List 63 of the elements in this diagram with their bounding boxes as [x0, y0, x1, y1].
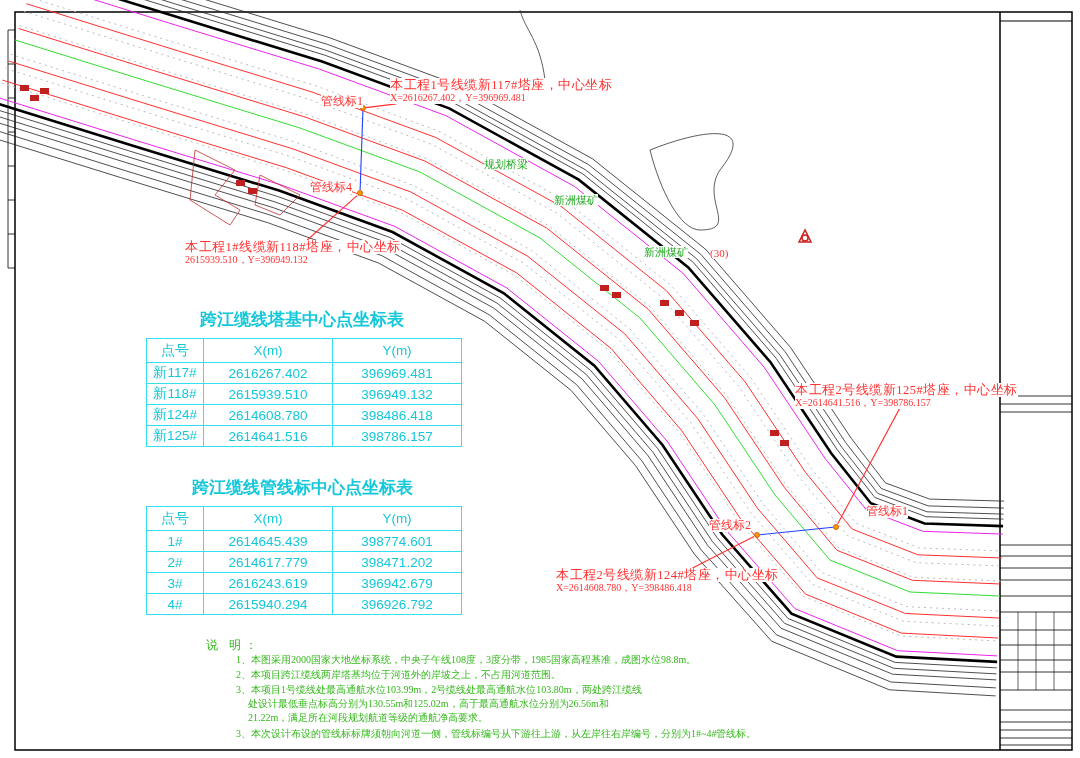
table-cell: 398486.418 — [332, 404, 462, 426]
table-cell: 398471.202 — [332, 551, 462, 573]
tower-point — [833, 524, 839, 530]
header-cell: Y(m) — [332, 506, 462, 531]
table-cell: 新117# — [146, 362, 204, 384]
cable-line — [759, 526, 834, 536]
table-cell: 2616267.402 — [203, 362, 333, 384]
table-cell: 396926.792 — [332, 593, 462, 615]
table-cell: 396942.679 — [332, 572, 462, 594]
note-text: 1、本图采用2000国家大地坐标系统，中央子午线108度，3度分带，1985国家高程基准，成图水位98.8m。 — [236, 653, 697, 667]
callout-title: 本工程1#线缆新118#塔座，中心坐标 — [185, 240, 401, 255]
callout-title: 本工程2号线缆新124#塔座，中心坐标 — [556, 568, 779, 583]
table-cell: 2# — [146, 551, 204, 573]
tower-point — [360, 105, 366, 111]
table-cell: 3# — [146, 572, 204, 594]
coordinate-text: X=2616267.402，Y=396969.481 — [390, 92, 526, 104]
marker-label: 管线标2 — [709, 519, 751, 533]
marker-label: 管线标4 — [310, 181, 352, 195]
place-label: 规划桥梁 — [484, 158, 528, 171]
table-cell: 2616243.619 — [203, 572, 333, 594]
coordinate-text: X=2614608.780，Y=398486.418 — [556, 582, 692, 594]
tower-point — [357, 190, 363, 196]
table-cell: 398774.601 — [332, 530, 462, 552]
table-cell: 新124# — [146, 404, 204, 426]
header-cell: 点号 — [146, 338, 204, 363]
table-cell: 2614617.779 — [203, 551, 333, 573]
leader-line — [306, 195, 358, 241]
place-label: 新洲煤矿 — [554, 194, 598, 207]
header-cell: 点号 — [146, 506, 204, 531]
note-text: 2、本项目跨江缆线两岸塔基均位于河道外的岸坡之上，不占用河道范围。 — [236, 668, 561, 682]
table-cell: 2615940.294 — [203, 593, 333, 615]
table-cell: 2614641.516 — [203, 425, 333, 447]
header-cell: Y(m) — [332, 338, 462, 363]
callout-title: 本工程1号线缆新117#塔座，中心坐标 — [390, 78, 613, 93]
place-label: (30) — [710, 247, 729, 260]
leader-line — [365, 103, 397, 109]
note-text: 3、本次设计布设的管线标标牌须朝向河道一侧，管线标编号从下游往上游，从左岸往右岸编号，分别为1#~4#管线标。 — [236, 727, 757, 741]
table-cell: 396949.132 — [332, 383, 462, 405]
header-cell: X(m) — [203, 338, 333, 363]
table-cell: 1# — [146, 530, 204, 552]
note-text: 3、本项目1号缆线处最高通航水位103.99m，2号缆线处最高通航水位103.80m，两处跨江缆线处设计最低垂点标高分别为130.55m和125.02m，高于最高通航水位分别为26.56m和21.22m，满足所在河段规划航道等级的通航净高要求。 — [236, 683, 643, 725]
table-cell: 2614608.780 — [203, 404, 333, 426]
header-cell: X(m) — [203, 506, 333, 531]
table-cell: 396969.481 — [332, 362, 462, 384]
leader-line — [692, 536, 755, 569]
place-label: 新洲煤矿 — [644, 246, 688, 259]
table-title: 跨江缆线管线标中心点坐标表 — [190, 477, 414, 499]
coordinate-text: X=2614641.516，Y=398786.157 — [795, 397, 931, 409]
notes-heading: 说 明： — [206, 638, 261, 652]
table-cell: 新118# — [146, 383, 204, 405]
cable-line — [359, 110, 364, 191]
coordinate-text: 2615939.510，Y=396949.132 — [185, 254, 308, 266]
leader-line — [837, 408, 900, 525]
marker-label: 管线标1 — [321, 95, 363, 109]
callout-title: 本工程2号线缆新125#塔座，中心坐标 — [795, 383, 1018, 398]
table-cell: 2614645.439 — [203, 530, 333, 552]
table-cell: 2615939.510 — [203, 383, 333, 405]
table-title: 跨江缆线塔基中心点坐标表 — [199, 309, 405, 331]
table-cell: 4# — [146, 593, 204, 615]
table-cell: 新125# — [146, 425, 204, 447]
table-cell: 398786.157 — [332, 425, 462, 447]
marker-label: 管线标1 — [866, 505, 908, 519]
tower-point — [754, 532, 760, 538]
